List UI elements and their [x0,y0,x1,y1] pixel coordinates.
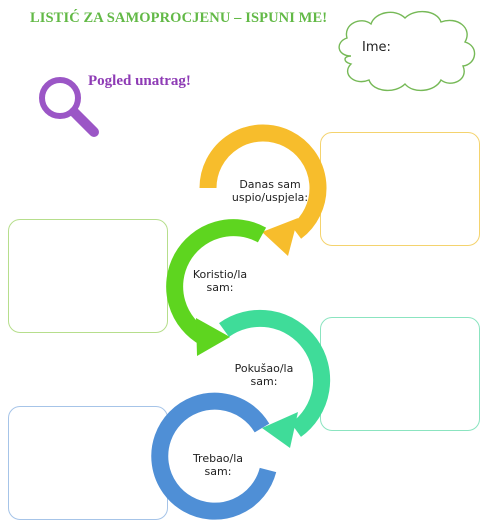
curved-arrow-icon [166,219,267,356]
step-label-koristio: Koristio/la sam: [172,268,268,294]
curved-arrow-icon [199,124,327,256]
magnifier-icon [39,77,99,137]
cloud-icon [338,11,476,91]
page-subtitle: Pogled unatrag! [88,73,191,89]
step-label-line: Danas sam [239,178,301,191]
name-field-label: Ime: [362,40,391,55]
step-label-line: sam: [206,281,234,294]
curved-arrow-icon [219,309,331,448]
step-label-line: Pokušao/la [234,362,294,375]
step-label-line: Trebao/la [192,452,244,465]
step-label-line: sam: [250,375,278,388]
answer-box-koristio[interactable] [8,219,168,333]
curved-arrow-icon [151,392,277,520]
step-label-trebao: Trebao/la sam: [170,452,266,478]
step-label-line: uspio/uspjela: [231,191,309,204]
step-label-pokusao: Pokušao/la sam: [216,362,312,388]
step-label-line: Koristio/la [192,268,248,281]
page-title: LISTIĆ ZA SAMOPROCJENU – ISPUNI ME! [30,10,328,26]
answer-box-trebao[interactable] [8,406,168,520]
step-label-line: sam: [204,465,232,478]
step-label-danas: Danas sam uspio/uspjela: [222,178,318,204]
